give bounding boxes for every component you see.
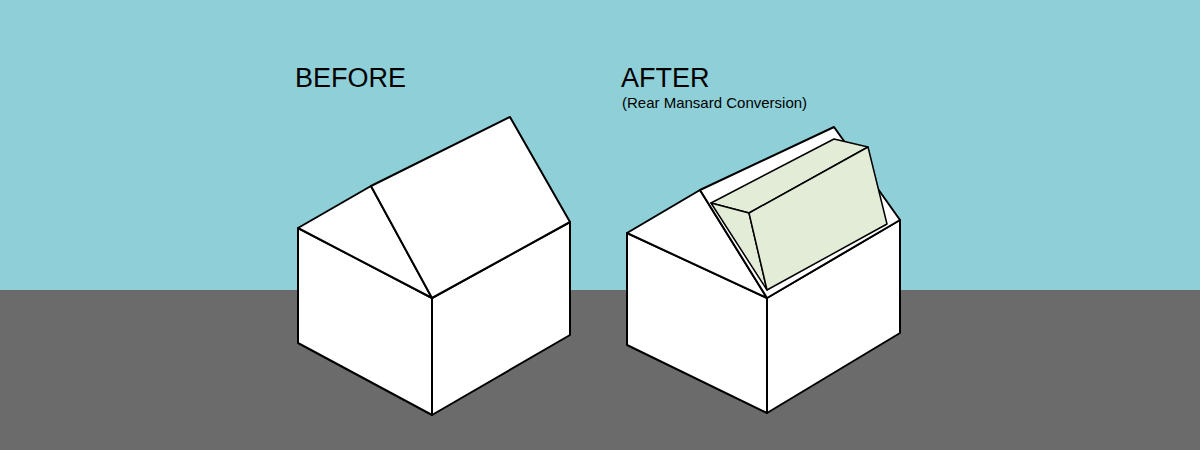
conversion-subtitle: (Rear Mansard Conversion) [622,95,807,110]
after-heading: AFTER [621,65,710,92]
house-before [298,117,570,415]
sky [0,0,1200,290]
ground [0,290,1200,450]
mansard-dormer [711,139,887,290]
before-heading: BEFORE [295,65,406,92]
roof-plane [371,117,570,298]
dormer-face [749,147,887,290]
house-after [627,127,900,413]
roof-plane [700,127,900,298]
